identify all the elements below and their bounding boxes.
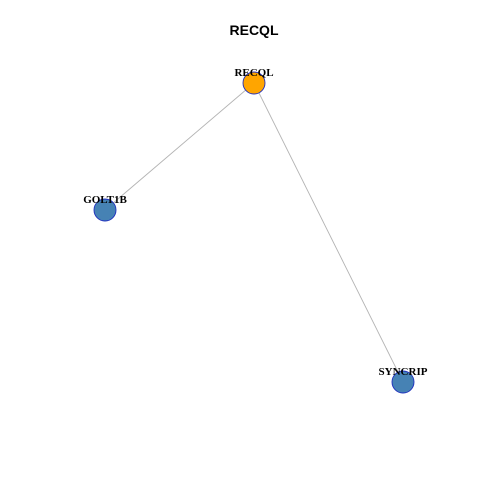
- graph-title: RECQL: [230, 22, 279, 38]
- edge-recql-golt1b: [104, 82, 255, 211]
- node-label-recql: RECQL: [234, 67, 273, 79]
- edge-recql-syncrip: [253, 82, 404, 383]
- labels-layer: RECQL GOLT1B SYNCRIP: [83, 67, 428, 378]
- nodes-layer: [93, 71, 415, 394]
- node-golt1b: [93, 198, 117, 222]
- node-label-syncrip: SYNCRIP: [379, 366, 428, 378]
- node-recql: [242, 71, 266, 95]
- edges-layer: [104, 82, 404, 383]
- node-syncrip: [391, 370, 415, 394]
- node-label-golt1b: GOLT1B: [83, 194, 127, 206]
